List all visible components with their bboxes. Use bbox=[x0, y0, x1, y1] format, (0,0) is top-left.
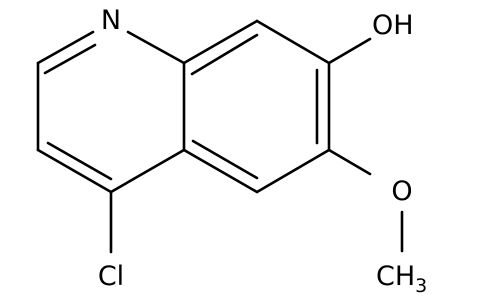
bond-n1-c2 bbox=[36, 30, 95, 65]
hydroxyl-label: OH bbox=[372, 10, 414, 41]
bond-c3-c4-inner bbox=[46, 141, 113, 181]
bond-c6-o bbox=[327, 148, 372, 176]
bond-c4-c4a bbox=[109, 148, 186, 194]
bond-c8a-c8-inner bbox=[190, 33, 259, 76]
bond-c3-c4 bbox=[36, 148, 113, 194]
bond-c8a-c8 bbox=[182, 19, 259, 65]
methyl-label: CH3 bbox=[376, 261, 427, 297]
methyl-subscript: 3 bbox=[415, 275, 427, 297]
bond-c5-c4a-inner bbox=[191, 139, 259, 180]
nitrogen-label: N bbox=[101, 5, 121, 36]
bond-c8a-n1 bbox=[126, 30, 186, 65]
methoxy-oxygen-label: O bbox=[391, 176, 412, 207]
bond-c7-oh bbox=[327, 37, 372, 65]
bond-c6-c5 bbox=[255, 148, 331, 194]
bond-c5-c4a bbox=[182, 148, 259, 194]
bond-n1-c2-inner bbox=[43, 43, 97, 75]
bond-c8-c7 bbox=[255, 19, 331, 65]
chlorine-label: Cl bbox=[98, 261, 124, 292]
methyl-text: CH bbox=[376, 261, 415, 292]
